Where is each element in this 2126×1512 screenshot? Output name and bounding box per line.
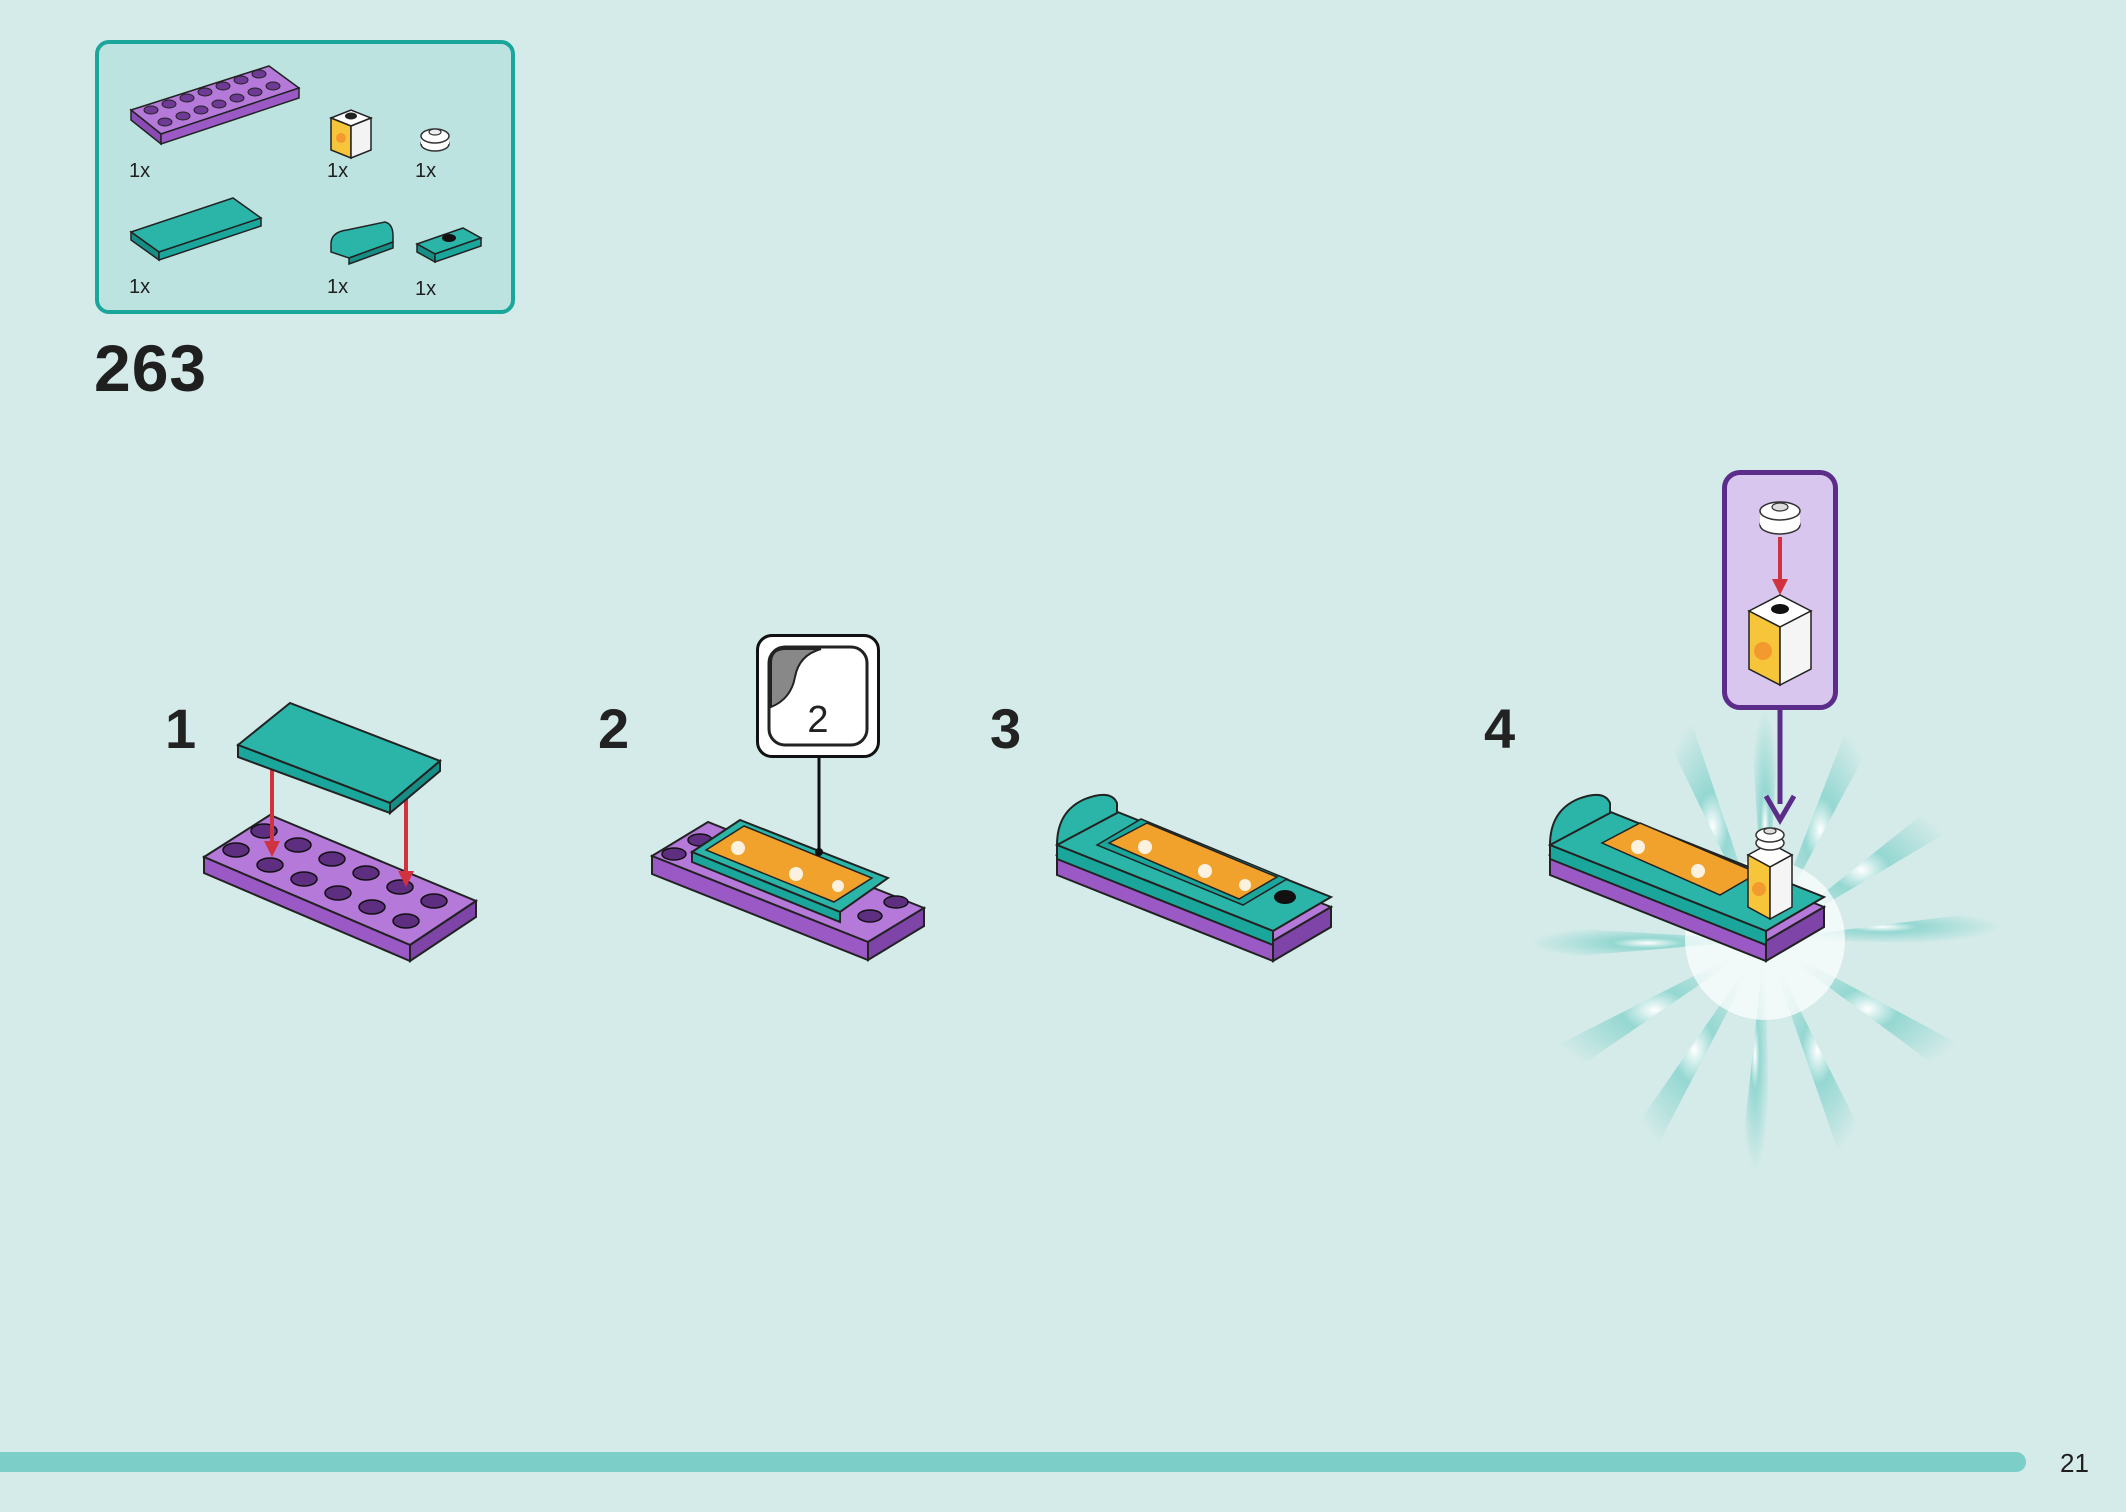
- subassembly-callout: [1722, 470, 1838, 710]
- step-3-illustration: [1055, 793, 1334, 963]
- teal-plate-stud-icon: [415, 227, 483, 264]
- round-plate-icon: [420, 128, 450, 152]
- substep-number: 2: [598, 697, 630, 760]
- purple-plate-icon: [129, 65, 301, 146]
- quantity-label: 1x: [415, 278, 437, 300]
- curved-slope-icon: [330, 221, 394, 266]
- quantity-label: 1x: [327, 160, 349, 182]
- main-step-number: 263: [94, 331, 208, 405]
- step-2-illustration: [649, 758, 927, 962]
- sticker-callout: 2: [756, 634, 880, 758]
- sticker-icon: [767, 645, 869, 747]
- step-1-illustration: [201, 701, 479, 963]
- substep-number: 3: [990, 697, 1022, 760]
- subassembly-illustration: [1747, 501, 1813, 687]
- printed-brick-icon: [328, 109, 374, 160]
- bottom-progress-bar: [0, 1452, 2026, 1472]
- placement-arrow: [1763, 710, 1797, 825]
- quantity-label: 1x: [327, 276, 349, 298]
- quantity-label: 1x: [415, 160, 437, 182]
- quantity-label: 1x: [129, 276, 151, 298]
- step-4-illustration: [1548, 793, 1827, 963]
- substep-number: 1: [165, 697, 197, 760]
- page-number: 21: [2060, 1448, 2089, 1478]
- quantity-label: 1x: [129, 160, 151, 182]
- parts-list-box: 1x 1x 1x 1x 1x 1x: [95, 40, 515, 314]
- teal-tile-icon: [129, 197, 263, 262]
- substep-number: 4: [1484, 697, 1516, 760]
- sticker-number: 2: [807, 699, 829, 741]
